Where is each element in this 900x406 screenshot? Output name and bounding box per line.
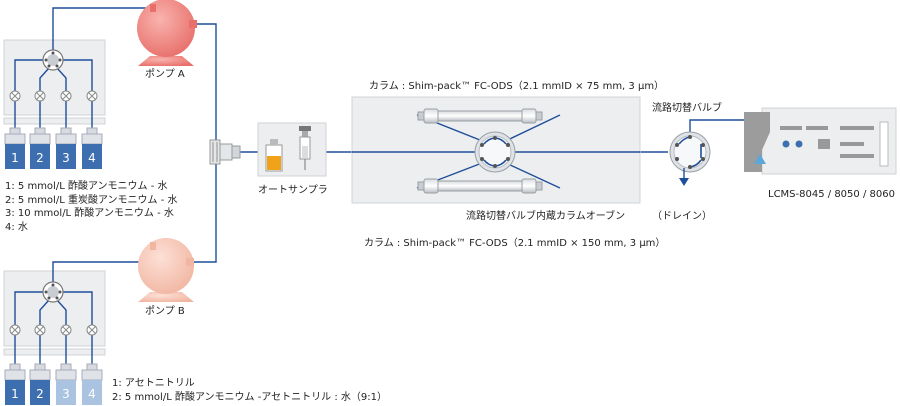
drain-arrow-icon [679, 168, 689, 186]
mass-spectrometer-box [744, 107, 897, 175]
bottles-b: 1 2 3 4 [4, 363, 103, 405]
solvent-list-b: 1: アセトニトリル 2: 5 mmol/L 酢酸アンモニウム -アセトニトリル… [112, 377, 387, 404]
column-oven-label: 流路切替バルブ内蔵カラムオーブン [466, 211, 626, 222]
pump-b-icon [138, 238, 194, 302]
bottle-b3 [55, 363, 77, 405]
solvent-a3: 3: 10 mmol/L 酢酸アンモニウム - 水 [5, 208, 174, 219]
selector-valve-b [42, 281, 64, 303]
drain-label: （ドレイン） [652, 211, 712, 222]
bottle-a3-label: 3 [62, 151, 70, 165]
column-top-label: カラム : Shim-pack™ FC-ODS（2.1 mmID × 75 mm… [369, 81, 665, 92]
bottle-b1 [4, 363, 26, 405]
check-valves-a [9, 90, 98, 102]
solvent-a4: 4: 水 [5, 221, 28, 233]
pump-a-label: ポンプ A [145, 69, 185, 80]
bottle-a3 [55, 127, 77, 169]
bottles-a: 1 2 3 4 [4, 127, 103, 169]
selector-valve-a [42, 49, 64, 71]
solvent-b2: 2: 5 mmol/L 酢酸アンモニウム -アセトニトリル : 水（9:1） [112, 391, 387, 403]
bottle-a4 [81, 127, 103, 169]
column-top-icon [417, 108, 543, 124]
bottle-b4 [81, 363, 103, 405]
ms-label: LCMS-8045 / 8050 / 8060 [768, 189, 895, 200]
solvent-a2: 2: 5 mmol/L 重炭酸アンモニウム - 水 [5, 194, 178, 206]
check-valves-b [9, 324, 98, 336]
mixer-icon [209, 139, 241, 165]
bottle-b4-label: 4 [88, 387, 96, 401]
bottle-b2-label: 2 [36, 387, 44, 401]
bottle-a2 [29, 127, 51, 169]
bottle-b1-label: 1 [11, 387, 19, 401]
solvent-a1: 1: 5 mmol/L 酢酸アンモニウム - 水 [5, 181, 168, 192]
pump-b-label: ポンプ B [145, 306, 185, 317]
bottle-a1 [4, 127, 26, 169]
oven-switching-valve-icon [474, 131, 516, 173]
flow-lines [14, 7, 748, 366]
bottle-a4-label: 4 [88, 151, 96, 165]
column-oven [351, 96, 641, 204]
switching-valve-label: 流路切替バルブ [652, 103, 722, 114]
autosampler-label: オートサンプラ [258, 185, 328, 196]
bottle-b3-label: 3 [62, 387, 70, 401]
switching-valve-icon [669, 131, 711, 173]
bottle-a2-label: 2 [36, 151, 44, 165]
column-bottom-icon [417, 178, 543, 194]
solvent-b1: 1: アセトニトリル [112, 378, 195, 389]
solvent-list-a: 1: 5 mmol/L 酢酸アンモニウム - 水 2: 5 mmol/L 重炭酸… [5, 180, 178, 234]
column-bottom-label: カラム : Shim-pack™ FC-ODS（2.1 mmID × 150 m… [364, 238, 666, 249]
bottle-b2 [29, 363, 51, 405]
pump-a-icon [137, 0, 197, 66]
bottle-a1-label: 1 [11, 151, 19, 165]
autosampler-box [257, 122, 327, 177]
